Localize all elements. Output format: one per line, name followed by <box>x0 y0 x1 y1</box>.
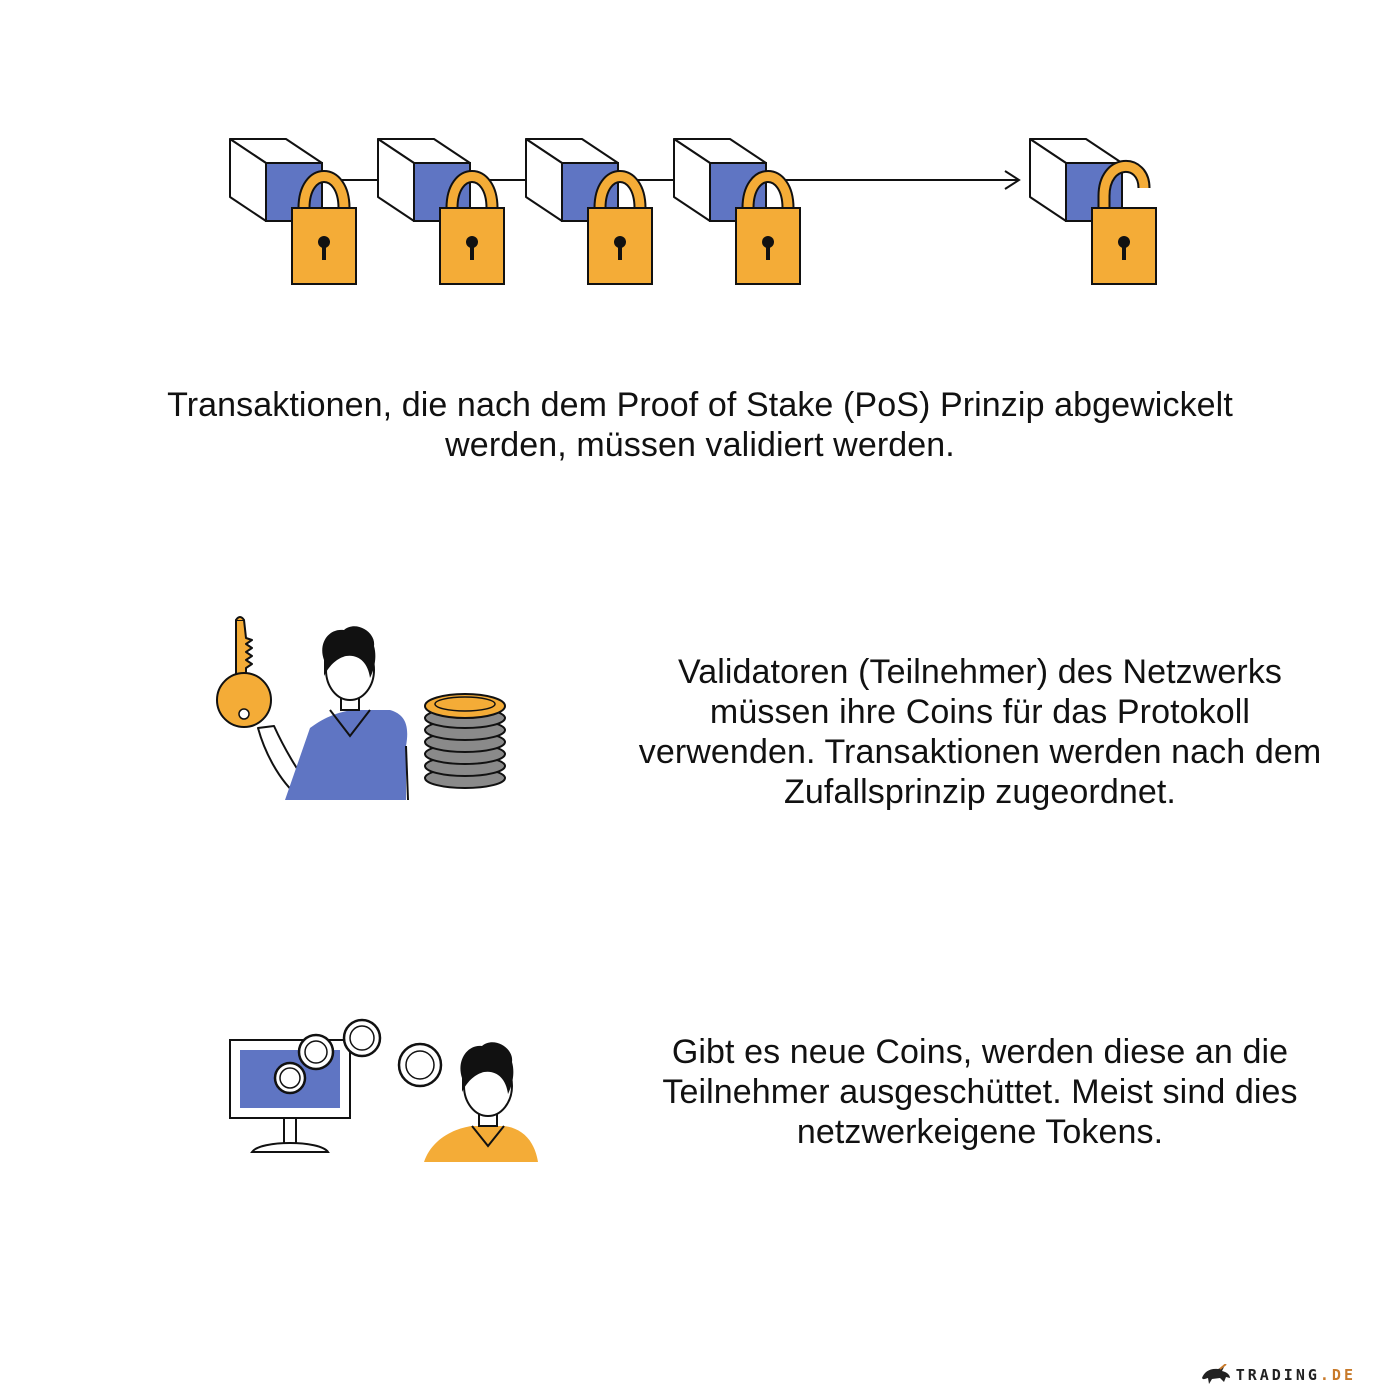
pos-transaction-caption: Transaktionen, die nach dem Proof of Sta… <box>167 386 1233 464</box>
logo-main: TRADING <box>1235 1366 1320 1384</box>
coin-icon <box>297 1033 335 1071</box>
reward-illustration <box>229 1018 538 1162</box>
reward-caption: Gibt es neue Coins, werden diese an die … <box>662 1033 1298 1151</box>
block-new <box>1029 138 1156 284</box>
blockchain-illustration <box>229 138 1400 320</box>
padlock-closed-icon <box>440 177 504 285</box>
validator-caption: Validatoren (Teilnehmer) des Netzwerks m… <box>638 653 1322 811</box>
padlock-open-icon <box>1092 166 1156 284</box>
logo-suffix: .DE <box>1319 1366 1356 1384</box>
coin-icon <box>273 1061 307 1095</box>
person-icon <box>424 1042 538 1162</box>
arrow-icon <box>766 170 1021 190</box>
person-icon <box>285 626 409 801</box>
validator-illustration <box>216 616 506 801</box>
padlock-closed-icon <box>736 177 800 285</box>
coin-stack-icon <box>424 693 506 789</box>
coin-icon <box>342 1018 382 1058</box>
bull-logo-icon <box>1201 1364 1230 1384</box>
block-4 <box>673 138 800 285</box>
key-icon <box>216 616 272 728</box>
padlock-closed-icon <box>588 177 652 285</box>
block-1 <box>229 138 356 285</box>
block-2 <box>377 138 504 285</box>
block-3 <box>525 138 652 285</box>
trading-de-logo: TRADING.DE <box>1200 1364 1356 1386</box>
coin-icon <box>397 1042 443 1088</box>
padlock-closed-icon <box>292 177 356 285</box>
